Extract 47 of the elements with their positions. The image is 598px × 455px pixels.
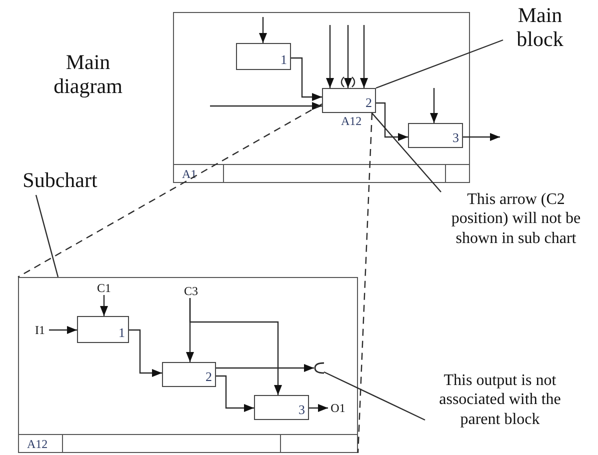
arrow: [463, 133, 500, 141]
annotation-text: This arrow (C2 position) will not be shown in sub chart: [441, 183, 591, 255]
arrow: [326, 25, 334, 88]
activity-number: 2: [206, 370, 212, 383]
arrow: [360, 25, 368, 88]
arrow-label: C1: [95, 281, 113, 295]
arrow: [49, 326, 77, 334]
arrow: [376, 102, 408, 141]
arrow: [309, 404, 328, 412]
leader-line: [35, 194, 59, 278]
activity-number: 1: [118, 326, 125, 339]
diagram-number: A12: [27, 438, 48, 450]
activity-number: 2: [366, 96, 372, 109]
arrow: [291, 57, 322, 101]
leader-line: [324, 371, 426, 421]
arrow: [189, 298, 282, 395]
arrow-label: C3: [181, 284, 201, 298]
projection-line: [18, 103, 322, 278]
leader-line: [376, 39, 504, 89]
tunnel-bracket: [314, 362, 324, 374]
diagram-number: A1: [182, 168, 197, 180]
arrow: [216, 364, 314, 372]
arrow: [100, 295, 108, 316]
activity-box: [77, 316, 129, 343]
arrow: [430, 88, 438, 123]
activity-box: [236, 43, 291, 70]
activity-box: [408, 123, 463, 148]
activity-number: 1: [280, 53, 287, 66]
projection-line: [357, 112, 373, 454]
annotation-text: Main block: [503, 3, 577, 51]
annotation-text: Subchart: [12, 165, 108, 195]
arrow: [216, 375, 254, 412]
activity-box: [162, 362, 216, 387]
diagram-frame: [18, 277, 358, 453]
arrow-label: I1: [31, 323, 49, 337]
activity-number: 3: [452, 131, 459, 144]
arrow: [340, 24, 356, 89]
arrow: [259, 17, 267, 43]
activity-box: [254, 395, 309, 420]
diagram-frame: [173, 12, 470, 183]
activity-number: 3: [298, 403, 305, 416]
arrow-label: O1: [328, 401, 348, 415]
node-reference: A12: [341, 115, 362, 127]
annotation-text: This output is not associated with the parent block: [425, 365, 575, 435]
annotation-text: Main diagram: [52, 50, 124, 98]
arrow: [129, 329, 162, 377]
arrow: [210, 102, 322, 110]
